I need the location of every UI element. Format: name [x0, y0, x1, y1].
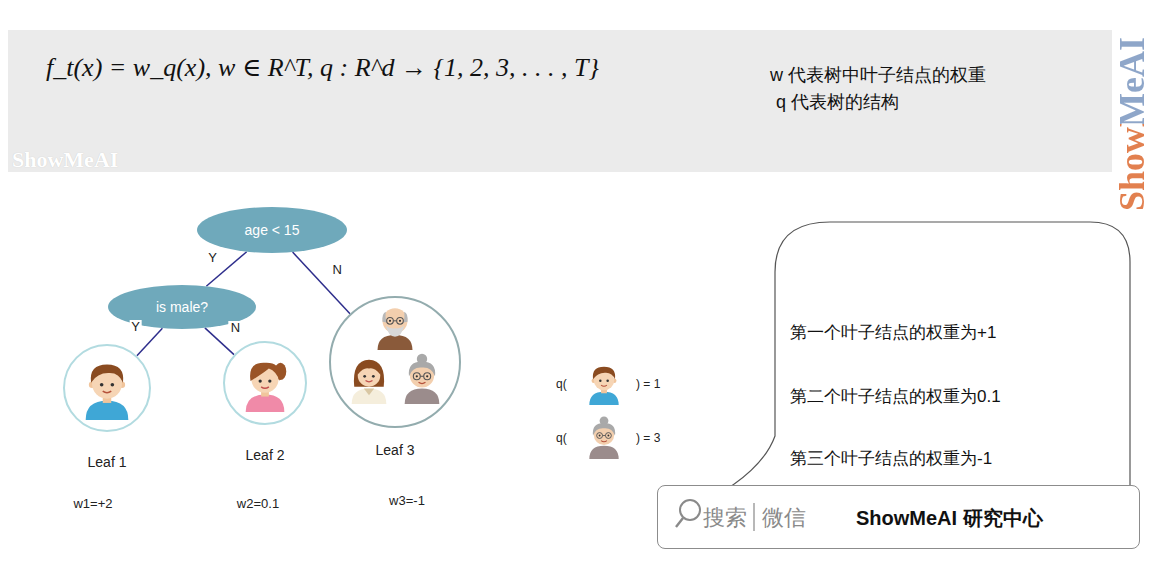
girl-figure	[246, 363, 287, 412]
note-text: w 代表树中叶子结点的权重	[770, 65, 986, 86]
formula-text: f_t(x) = w_q(x), w ∈ R^T, q : R^d → {1, …	[46, 53, 599, 83]
leaf-name: Leaf 3	[376, 442, 415, 458]
leaf-name: Leaf 2	[246, 447, 285, 463]
text-holder: is male?	[156, 298, 208, 316]
magnifier-handle	[676, 518, 683, 527]
function-text: ) = 1	[636, 378, 660, 392]
branch-line	[206, 252, 246, 287]
magnifier-icon	[680, 500, 700, 520]
leaf-circle: Leaf 3	[329, 296, 461, 428]
text-holder: Y	[129, 317, 142, 335]
text-holder: 搜索	[703, 505, 747, 530]
woman-figure	[352, 360, 387, 404]
old-man-figure	[378, 308, 413, 350]
bubble-line: 第三个叶子结点的权重为-1	[790, 449, 992, 469]
text-holder: 第三个叶子结点的权重为-1	[790, 449, 992, 469]
branch-line	[293, 252, 350, 314]
text-holder: ShowMeAI	[1114, 37, 1150, 211]
text-holder: Leaf 1	[88, 453, 127, 471]
ellipse-shape	[197, 207, 347, 253]
text-holder: ShowMeAI 研究中心	[856, 507, 1043, 530]
text-holder: 第二个叶子结点的权重为0.1	[790, 387, 1001, 407]
leaf-name: Leaf 1	[88, 454, 127, 470]
leaf-weight: w2=0.1	[237, 497, 279, 512]
text-holder: N	[229, 318, 242, 336]
decision-ellipse: age < 15	[197, 207, 347, 253]
search-box: 搜索微信 ShowMeAI 研究中心	[657, 485, 1140, 549]
search-hint: 微信	[762, 505, 806, 530]
leaf-weight: w3=-1	[389, 494, 425, 509]
separator-bar	[753, 503, 754, 531]
search-hint: 搜索	[703, 505, 747, 530]
text-holder: q(	[556, 428, 567, 446]
leaf-circle: Leaf 1	[63, 344, 151, 432]
leaf-circle: Leaf 2	[223, 341, 307, 425]
condition-text: age < 15	[245, 222, 300, 238]
text-holder: w3=-1	[389, 491, 425, 509]
text-holder: ShowMeAI	[12, 147, 118, 172]
text-holder: ) = 3	[636, 428, 660, 446]
boy-icon	[589, 367, 618, 405]
watermark: ShowMeAI	[1114, 37, 1150, 211]
watermark: ShowMeAI	[12, 147, 118, 172]
text-holder: f_t(x) = w_q(x), w ∈ R^T, q : R^d → {1, …	[46, 53, 599, 83]
text-holder: ) = 1	[636, 374, 660, 392]
text-holder: 第一个叶子结点的权重为+1	[790, 323, 996, 343]
condition-text: is male?	[156, 299, 208, 315]
branch-label: N	[331, 263, 344, 278]
function-text: q(	[556, 378, 567, 392]
bubble-text-area: 第一个叶子结点的权重为+1 第二个叶子结点的权重为0.1 第三个叶子结点的权重为-1	[785, 300, 1115, 480]
function-text: ) = 3	[636, 432, 660, 446]
grandma-figure	[405, 354, 440, 404]
text-holder: w1=+2	[73, 494, 112, 512]
text-holder: N	[331, 260, 344, 278]
text-holder: age < 15	[245, 221, 300, 239]
note-text: q 代表树的结构	[776, 92, 899, 113]
text-holder: Leaf 2	[246, 446, 285, 464]
branch-label: Y	[206, 251, 219, 266]
function-text: q(	[556, 432, 567, 446]
text-holder: Y	[206, 248, 219, 266]
grandma-icon	[589, 416, 618, 459]
text-holder: w 代表树中叶子结点的权重	[770, 65, 986, 86]
leaf-weight: w1=+2	[73, 497, 112, 512]
text-holder: q 代表树的结构	[776, 92, 899, 113]
boy-figure	[86, 365, 129, 420]
search-box-ground	[657, 485, 1140, 549]
bubble-line: 第一个叶子结点的权重为+1	[790, 323, 996, 343]
text-holder: w2=0.1	[237, 494, 279, 512]
brand-name: ShowMeAI 研究中心	[856, 507, 1043, 530]
text-holder: 微信	[762, 505, 806, 530]
branch-label: N	[229, 321, 242, 336]
branch-label: Y	[129, 320, 142, 335]
bubble-line: 第二个叶子结点的权重为0.1	[790, 387, 1001, 407]
text-holder: q(	[556, 374, 567, 392]
formula-band: f_t(x) = w_q(x), w ∈ R^T, q : R^d → {1, …	[8, 30, 1112, 172]
text-holder: Leaf 3	[376, 441, 415, 459]
